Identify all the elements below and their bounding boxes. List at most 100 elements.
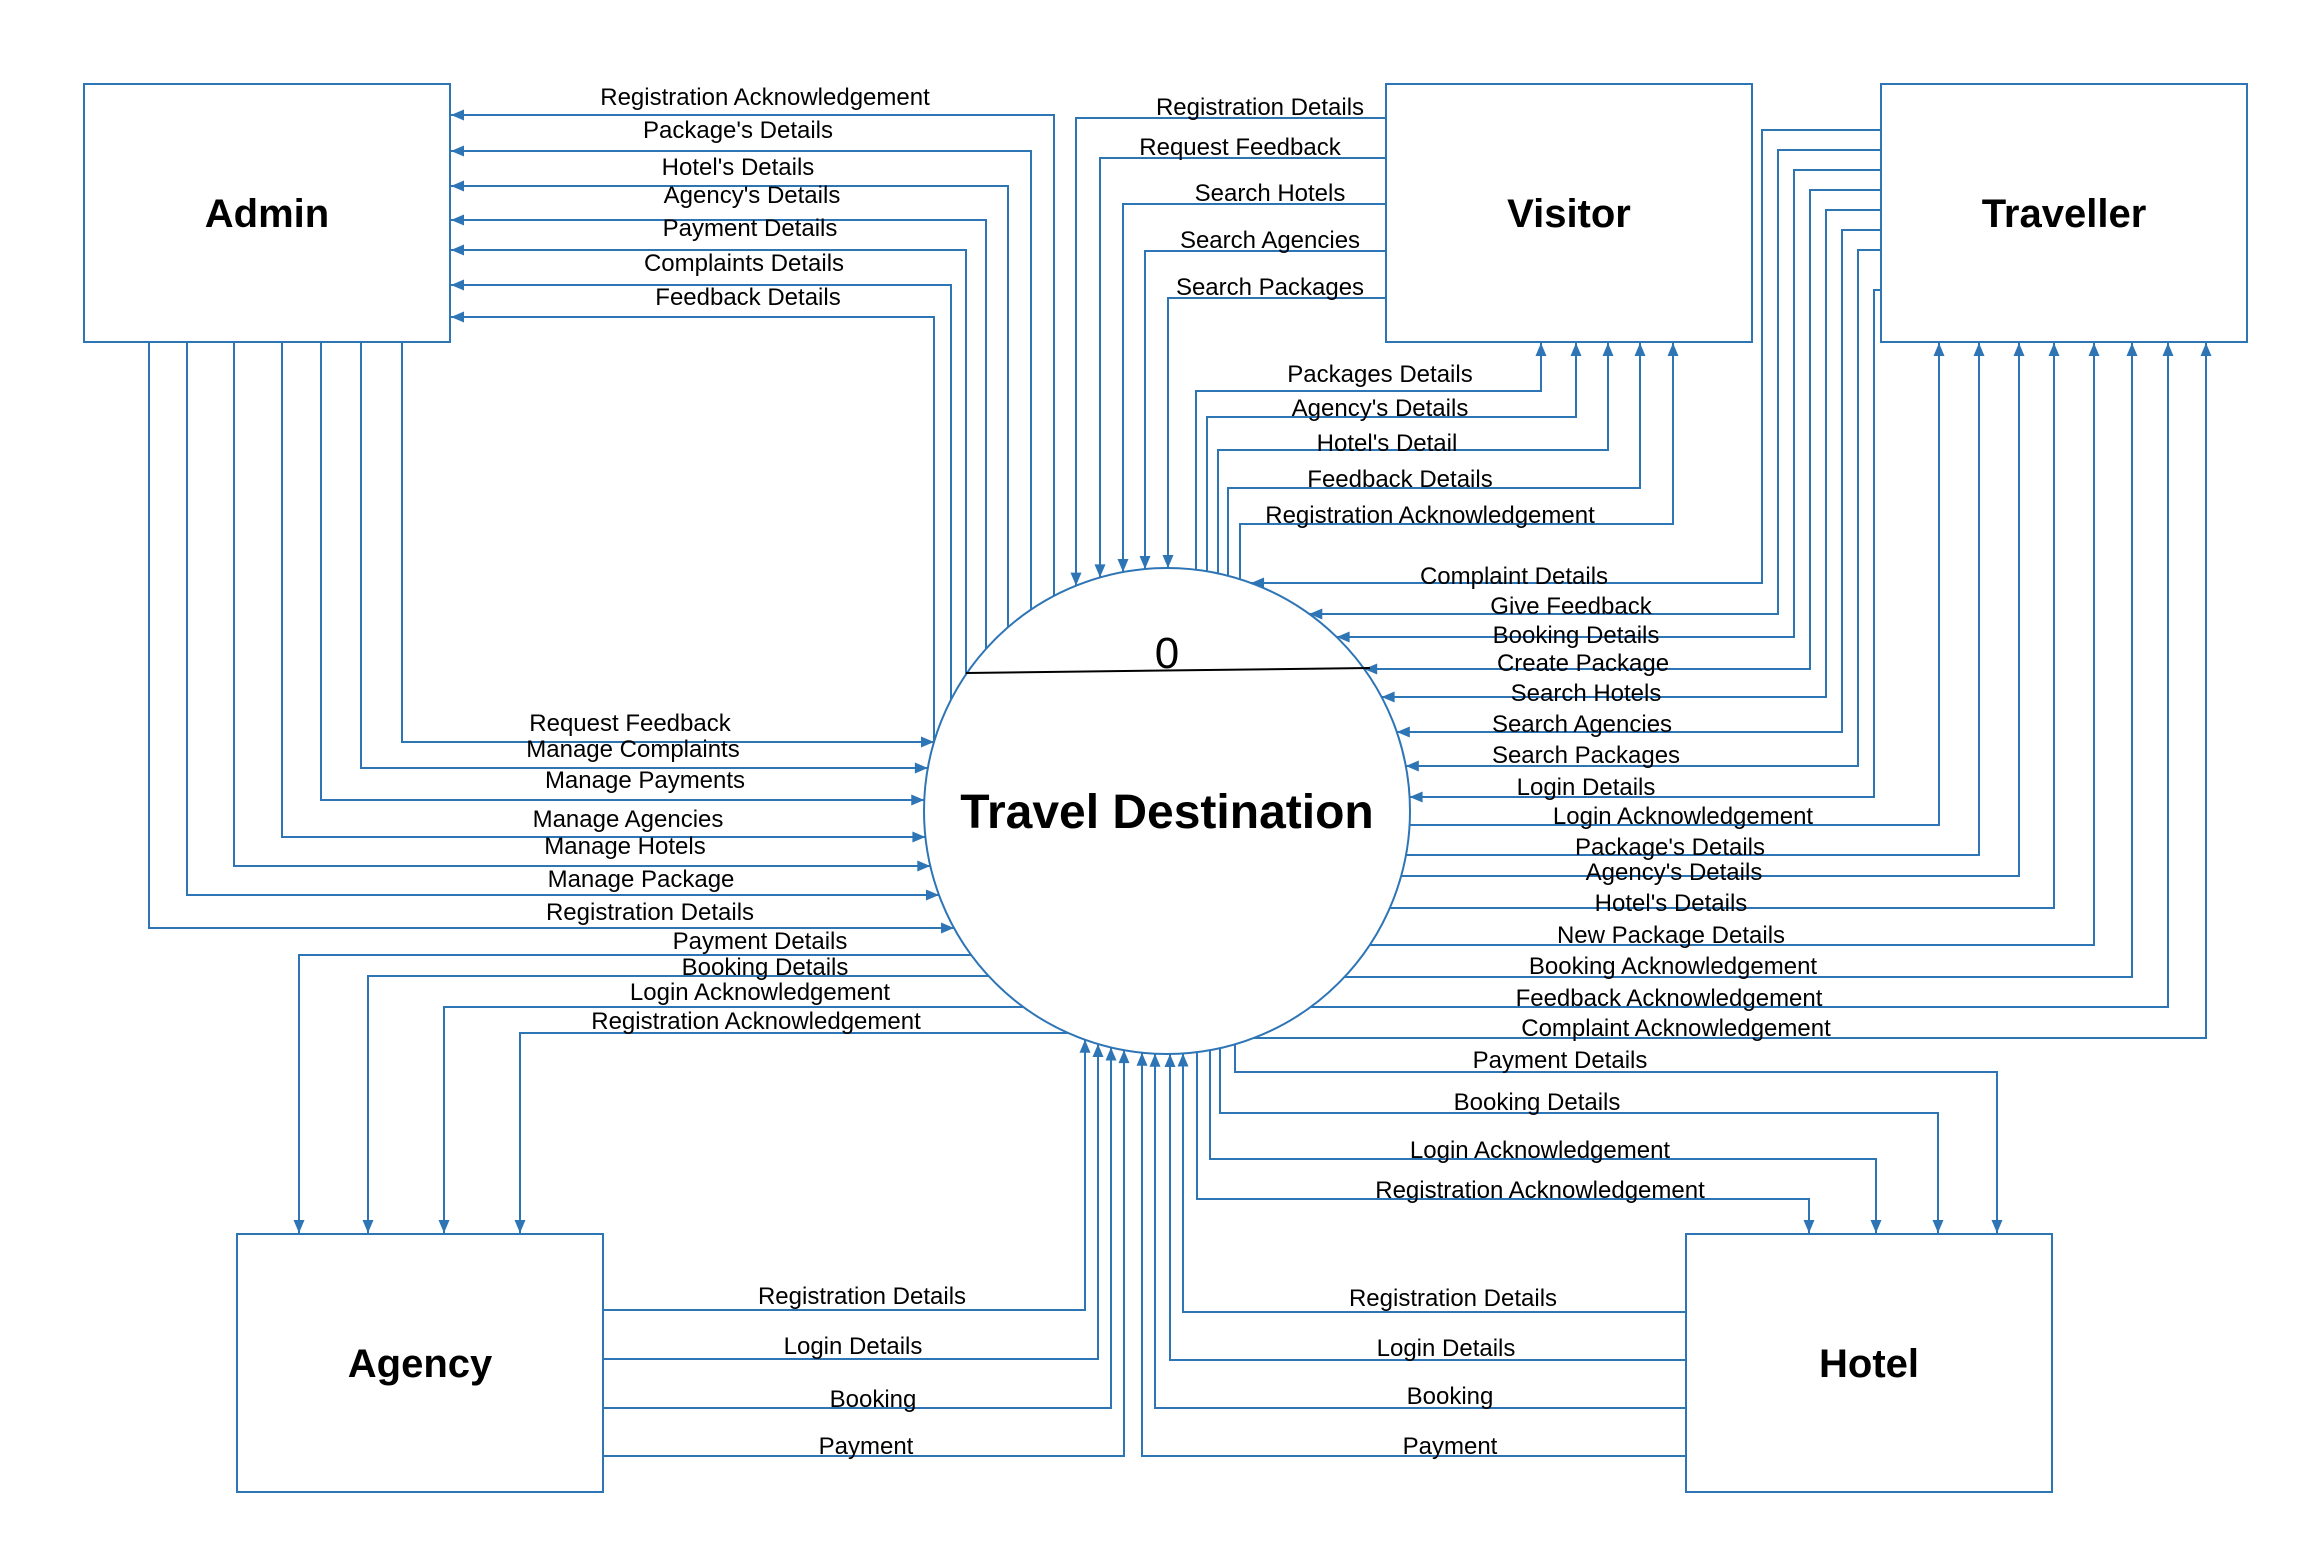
flow-to-admin-5-label: Complaints Details [644, 250, 844, 277]
flow-to-traveller-5[interactable] [1344, 343, 2133, 978]
flow-to-visitor-0-arrowhead [1535, 343, 1547, 356]
flow-from-traveller-5-label: Search Agencies [1492, 711, 1672, 738]
flow-from-visitor-1[interactable] [1099, 157, 1385, 578]
flow-to-traveller-3-label: Hotel's Details [1595, 890, 1748, 917]
flow-from-agency-2[interactable] [604, 1047, 1112, 1409]
flow-to-admin-1[interactable] [451, 150, 1032, 610]
flow-to-agency-3[interactable] [519, 1032, 1069, 1233]
flow-from-hotel-2[interactable] [1154, 1053, 1685, 1409]
flow-from-hotel-2-label: Booking [1407, 1383, 1494, 1410]
flow-from-admin-6-arrowhead [941, 922, 955, 934]
flow-from-traveller-4-arrowhead [1381, 691, 1395, 703]
flow-from-admin-3[interactable] [281, 343, 926, 838]
flow-from-visitor-4[interactable] [1167, 297, 1385, 569]
flow-from-admin-1[interactable] [360, 343, 928, 769]
flow-to-traveller-3[interactable] [1389, 343, 2055, 909]
flow-from-hotel-1[interactable] [1169, 1053, 1685, 1361]
flow-to-admin-2[interactable] [451, 185, 1009, 628]
flow-from-visitor-1-label: Request Feedback [1139, 134, 1341, 161]
flow-to-hotel-3[interactable] [1196, 1052, 1810, 1233]
flow-from-visitor-1-arrowhead [1094, 564, 1106, 578]
flow-to-agency-3-label: Registration Acknowledgement [591, 1008, 921, 1035]
flow-from-traveller-2[interactable] [1336, 169, 1880, 638]
flow-from-agency-3-label: Payment [819, 1433, 914, 1460]
flow-from-traveller-7-label: Login Details [1517, 774, 1656, 801]
flow-to-hotel-1[interactable] [1219, 1048, 1939, 1233]
flow-to-admin-3[interactable] [451, 219, 987, 649]
flow-from-visitor-2[interactable] [1122, 203, 1385, 573]
flow-to-visitor-2-label: Hotel's Detail [1317, 430, 1458, 457]
flow-from-traveller-6[interactable] [1405, 249, 1880, 767]
flow-from-admin-0[interactable] [401, 343, 935, 743]
flow-to-hotel-0[interactable] [1234, 1044, 1998, 1233]
hotel-entity-label: Hotel [1819, 1342, 1919, 1386]
flow-from-agency-3[interactable] [604, 1050, 1125, 1457]
flow-to-traveller-4[interactable] [1369, 343, 2095, 946]
flow-from-visitor-2-arrowhead [1117, 559, 1129, 573]
visitor-entity[interactable] [1385, 83, 1753, 343]
flow-to-admin-3-label: Agency's Details [664, 182, 841, 209]
flow-to-traveller-7-arrowhead [2200, 343, 2212, 356]
flow-to-visitor-0[interactable] [1195, 343, 1542, 570]
flow-from-admin-5-label: Manage Package [548, 866, 735, 893]
travel-destination-process[interactable] [923, 567, 1411, 1055]
flow-from-agency-0[interactable] [604, 1039, 1086, 1311]
flow-from-traveller-0-label: Complaint Details [1420, 563, 1608, 590]
flow-from-hotel-2-arrowhead [1149, 1053, 1161, 1067]
flow-from-traveller-7[interactable] [1409, 289, 1880, 798]
flow-from-hotel-3-label: Payment [1403, 1433, 1498, 1460]
flow-to-hotel-2[interactable] [1209, 1050, 1877, 1233]
flow-to-traveller-7-label: Complaint Acknowledgement [1521, 1015, 1831, 1042]
flow-from-admin-4[interactable] [233, 343, 931, 867]
flow-from-visitor-0-label: Registration Details [1156, 94, 1364, 121]
flow-from-hotel-0[interactable] [1182, 1053, 1685, 1313]
flow-from-traveller-1[interactable] [1309, 149, 1880, 615]
flow-to-admin-6[interactable] [451, 316, 935, 743]
flow-lines [148, 109, 2212, 1457]
flow-to-admin-5[interactable] [451, 284, 952, 700]
flow-to-hotel-2-label: Login Acknowledgement [1410, 1137, 1671, 1164]
flow-to-traveller-1-label: Package's Details [1575, 834, 1765, 861]
visitor-entity-label: Visitor [1507, 192, 1631, 236]
flow-from-visitor-3-label: Search Agencies [1180, 227, 1360, 254]
flow-from-admin-6[interactable] [148, 343, 955, 929]
flow-from-admin-5[interactable] [186, 343, 939, 896]
flow-to-admin-0[interactable] [451, 114, 1055, 596]
flow-from-agency-1[interactable] [604, 1043, 1099, 1360]
flow-from-agency-1-arrowhead [1092, 1043, 1104, 1057]
flow-to-traveller-0-label: Login Acknowledgement [1553, 803, 1814, 830]
flow-from-admin-2[interactable] [320, 343, 925, 801]
flow-to-agency-1[interactable] [367, 975, 989, 1233]
flow-to-visitor-1[interactable] [1206, 343, 1577, 572]
flow-to-hotel-3-arrowhead [1803, 1220, 1815, 1233]
flow-to-agency-0[interactable] [298, 954, 972, 1233]
flow-from-traveller-4[interactable] [1381, 209, 1880, 698]
flow-from-visitor-3-arrowhead [1139, 555, 1151, 569]
flow-to-visitor-3[interactable] [1227, 343, 1641, 576]
agency-entity[interactable] [236, 1233, 604, 1493]
flow-from-traveller-5[interactable] [1396, 229, 1880, 733]
flow-to-traveller-2[interactable] [1401, 343, 2020, 877]
flow-from-visitor-0[interactable] [1075, 117, 1385, 586]
flow-to-traveller-6[interactable] [1310, 343, 2169, 1008]
hotel-entity[interactable] [1685, 1233, 2053, 1493]
flow-from-traveller-3[interactable] [1364, 189, 1880, 670]
flow-from-traveller-1-arrowhead [1309, 608, 1323, 620]
flow-to-traveller-7[interactable] [1253, 343, 2207, 1039]
traveller-entity[interactable] [1880, 83, 2248, 343]
flow-to-agency-2-label: Login Acknowledgement [630, 979, 891, 1006]
flow-from-traveller-0[interactable] [1251, 129, 1880, 584]
flow-to-traveller-1[interactable] [1405, 343, 1980, 856]
flow-from-hotel-3[interactable] [1141, 1052, 1685, 1457]
flow-to-admin-4-arrowhead [451, 244, 464, 256]
admin-entity[interactable] [83, 83, 451, 343]
flow-to-traveller-0[interactable] [1409, 343, 1940, 826]
flow-to-admin-4[interactable] [451, 249, 967, 675]
flow-from-visitor-3[interactable] [1144, 250, 1385, 569]
flow-to-visitor-4[interactable] [1239, 343, 1674, 580]
flow-to-visitor-2[interactable] [1217, 343, 1609, 574]
flow-to-agency-2[interactable] [443, 1006, 1024, 1233]
flow-from-traveller-2-arrowhead [1336, 631, 1350, 643]
flow-from-admin-3-arrowhead [912, 831, 926, 843]
